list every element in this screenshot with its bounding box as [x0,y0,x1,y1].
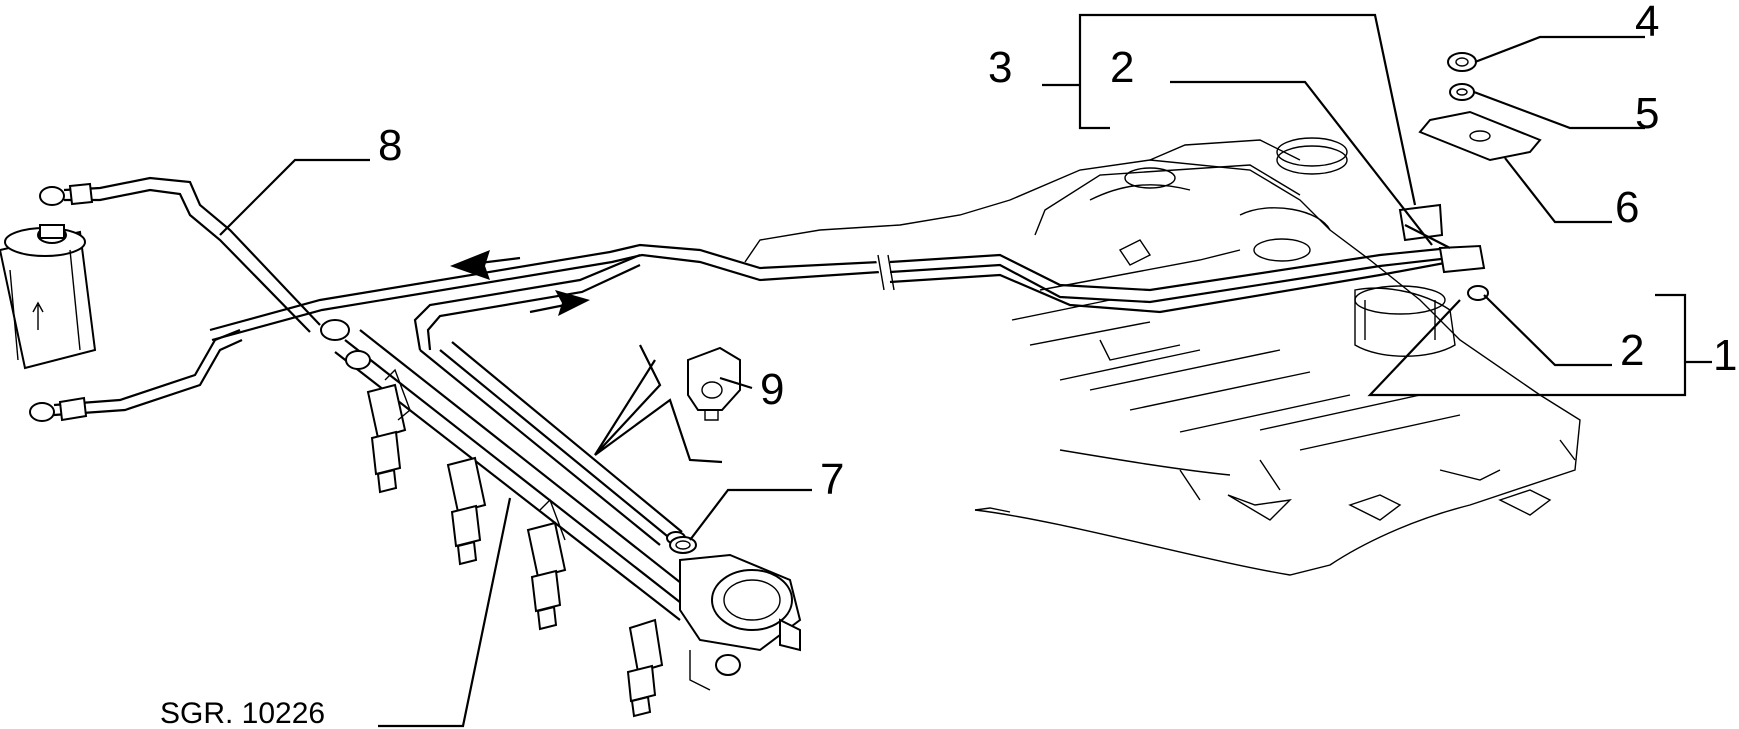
plate-6 [1418,110,1542,162]
filter-hoses [29,176,350,422]
flow-arrows [450,250,590,316]
injector-2 [446,456,487,566]
callout-1: 1 [1713,331,1737,380]
injector-4 [626,618,664,718]
pressure-regulator [679,553,802,691]
callout-3: 3 [988,43,1012,92]
injector-1 [366,383,407,494]
callout-2-lower: 2 [1620,326,1644,375]
fuel-filter [0,224,97,370]
callout-6: 6 [1615,183,1639,232]
washer-5 [1449,83,1475,101]
callout-5: 5 [1635,89,1659,138]
callout-7: 7 [820,455,844,504]
nut-4 [1447,52,1477,72]
callout-4: 4 [1635,0,1659,46]
leader-lines [219,13,1712,728]
callout-2-upper: 2 [1110,43,1134,92]
tank-connectors [1398,203,1489,301]
callout-9: 9 [760,365,784,414]
injector-clips [384,368,566,541]
line-clip [687,346,741,421]
callout-8: 8 [378,121,402,170]
injector-3 [526,521,567,631]
reference-code: SGR. 10226 [160,697,325,729]
hose-clamp [669,536,697,554]
fuel-tank [744,137,1581,576]
